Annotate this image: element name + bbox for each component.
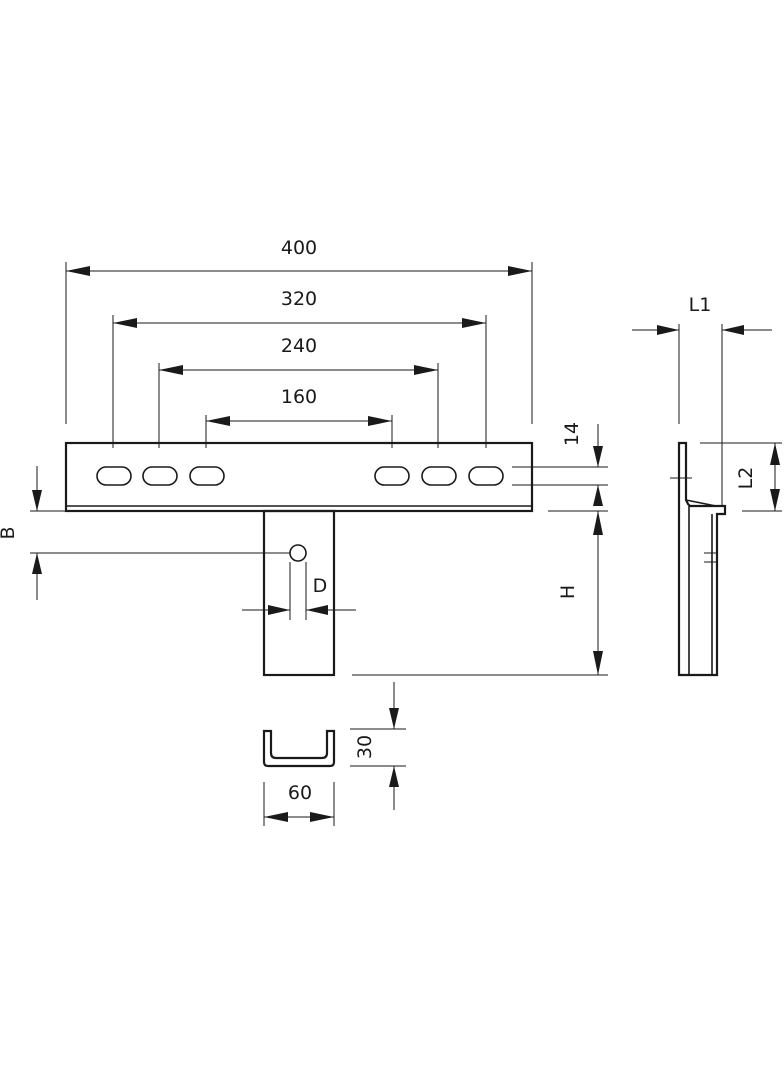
- dim-d: D: [242, 562, 356, 620]
- dim-d-label: D: [313, 575, 328, 597]
- slot-1: [96, 466, 132, 486]
- dim-160-label: 160: [281, 386, 317, 408]
- slot-4: [374, 466, 410, 486]
- dim-400: 400: [65, 237, 533, 424]
- dim-b: B: [0, 466, 290, 600]
- bolt-hole: [289, 544, 307, 562]
- dim-240-label: 240: [281, 335, 317, 357]
- slot-2: [142, 466, 178, 486]
- dim-320-label: 320: [281, 288, 317, 310]
- dim-b-label: B: [0, 526, 19, 539]
- dim-l1-label: L1: [689, 294, 712, 316]
- dim-30: 30: [350, 682, 406, 810]
- dim-320: 320: [112, 288, 487, 448]
- dim-l2-label: L2: [735, 467, 757, 490]
- dim-240: 240: [158, 335, 439, 448]
- mounting-slots: [96, 466, 504, 486]
- dim-l2: L2: [700, 442, 782, 512]
- slot-5: [421, 466, 457, 486]
- dim-l1: L1: [632, 294, 772, 506]
- u-profile-section: [262, 729, 336, 768]
- dim-160: 160: [205, 386, 393, 448]
- dim-h: H: [352, 510, 608, 676]
- dim-30-label: 30: [354, 735, 376, 759]
- dim-400-label: 400: [281, 237, 317, 259]
- dim-h-label: H: [557, 585, 579, 599]
- dim-14: 14: [512, 422, 608, 506]
- slot-6: [468, 466, 504, 486]
- dim-60: 60: [263, 782, 335, 826]
- slot-3: [189, 466, 225, 486]
- side-view: [670, 441, 727, 677]
- top-plate: [64, 441, 534, 513]
- dim-60-label: 60: [288, 782, 312, 804]
- dim-14-label: 14: [561, 422, 583, 446]
